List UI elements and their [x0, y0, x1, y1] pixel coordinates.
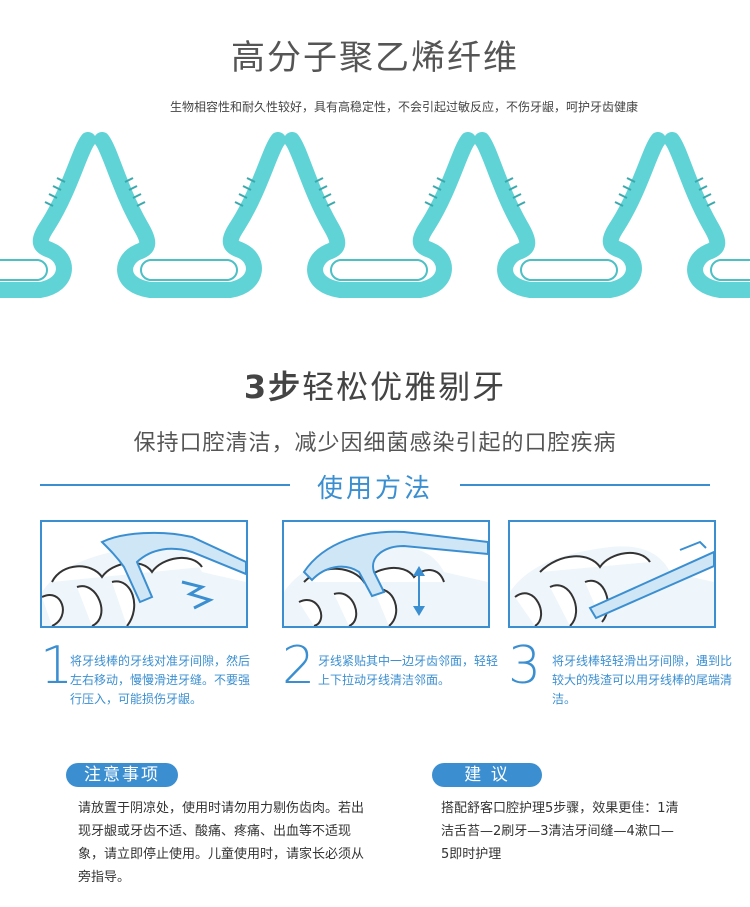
step-3-illustration	[508, 520, 716, 628]
usage-header: 使用方法	[40, 468, 710, 504]
section-subtitle: 保持口腔清洁，减少因细菌感染引起的口腔疾病	[133, 431, 617, 456]
usage-title: 使用方法	[316, 474, 433, 504]
step-1-text: 将牙线棒的牙线对准牙间隙，然后左右移动，慢慢滑进牙缝。不要强行压入，可能损伤牙龈…	[70, 654, 251, 706]
step-2-number: 2	[282, 636, 316, 696]
section-title: 3步轻松优雅剔牙	[0, 362, 750, 408]
advice-label: 建 议	[432, 763, 542, 787]
step-2-illustration	[282, 520, 490, 628]
step-3-number: 3	[508, 636, 542, 696]
usage-divider-left	[40, 484, 290, 486]
advice-text: 搭配舒客口腔护理5步骤，效果更佳：1清洁舌苔—2刷牙—3清洁牙间缝—4漱口—5即…	[441, 801, 679, 862]
page-subtitle: 生物相容性和耐久性较好，具有高稳定性，不会引起过敏反应，不伤牙龈，呵护牙齿健康	[169, 100, 638, 114]
notes-label: 注意事项	[66, 763, 178, 787]
page-title: 高分子聚乙烯纤维	[231, 38, 519, 78]
section-title-rest: 轻松优雅剔牙	[302, 368, 507, 406]
notes-text: 请放置于阴凉处，使用时请勿用力剔伤齿肉。若出现牙龈或牙齿不适、酸痛、疼痛、出血等…	[78, 801, 365, 885]
flosser-product-image	[0, 130, 750, 305]
step-1-number: 1	[40, 636, 74, 696]
usage-divider-right	[460, 484, 710, 486]
step-3-text: 将牙线棒轻轻滑出牙间隙，遇到比较大的残渣可以用牙线棒的尾端清洁。	[552, 654, 733, 706]
step-2-text: 牙线紧贴其中一边牙齿邻面，轻轻上下拉动牙线清洁邻面。	[318, 654, 499, 687]
section-title-prefix: 3步	[243, 368, 303, 406]
step-1-illustration	[40, 520, 248, 628]
